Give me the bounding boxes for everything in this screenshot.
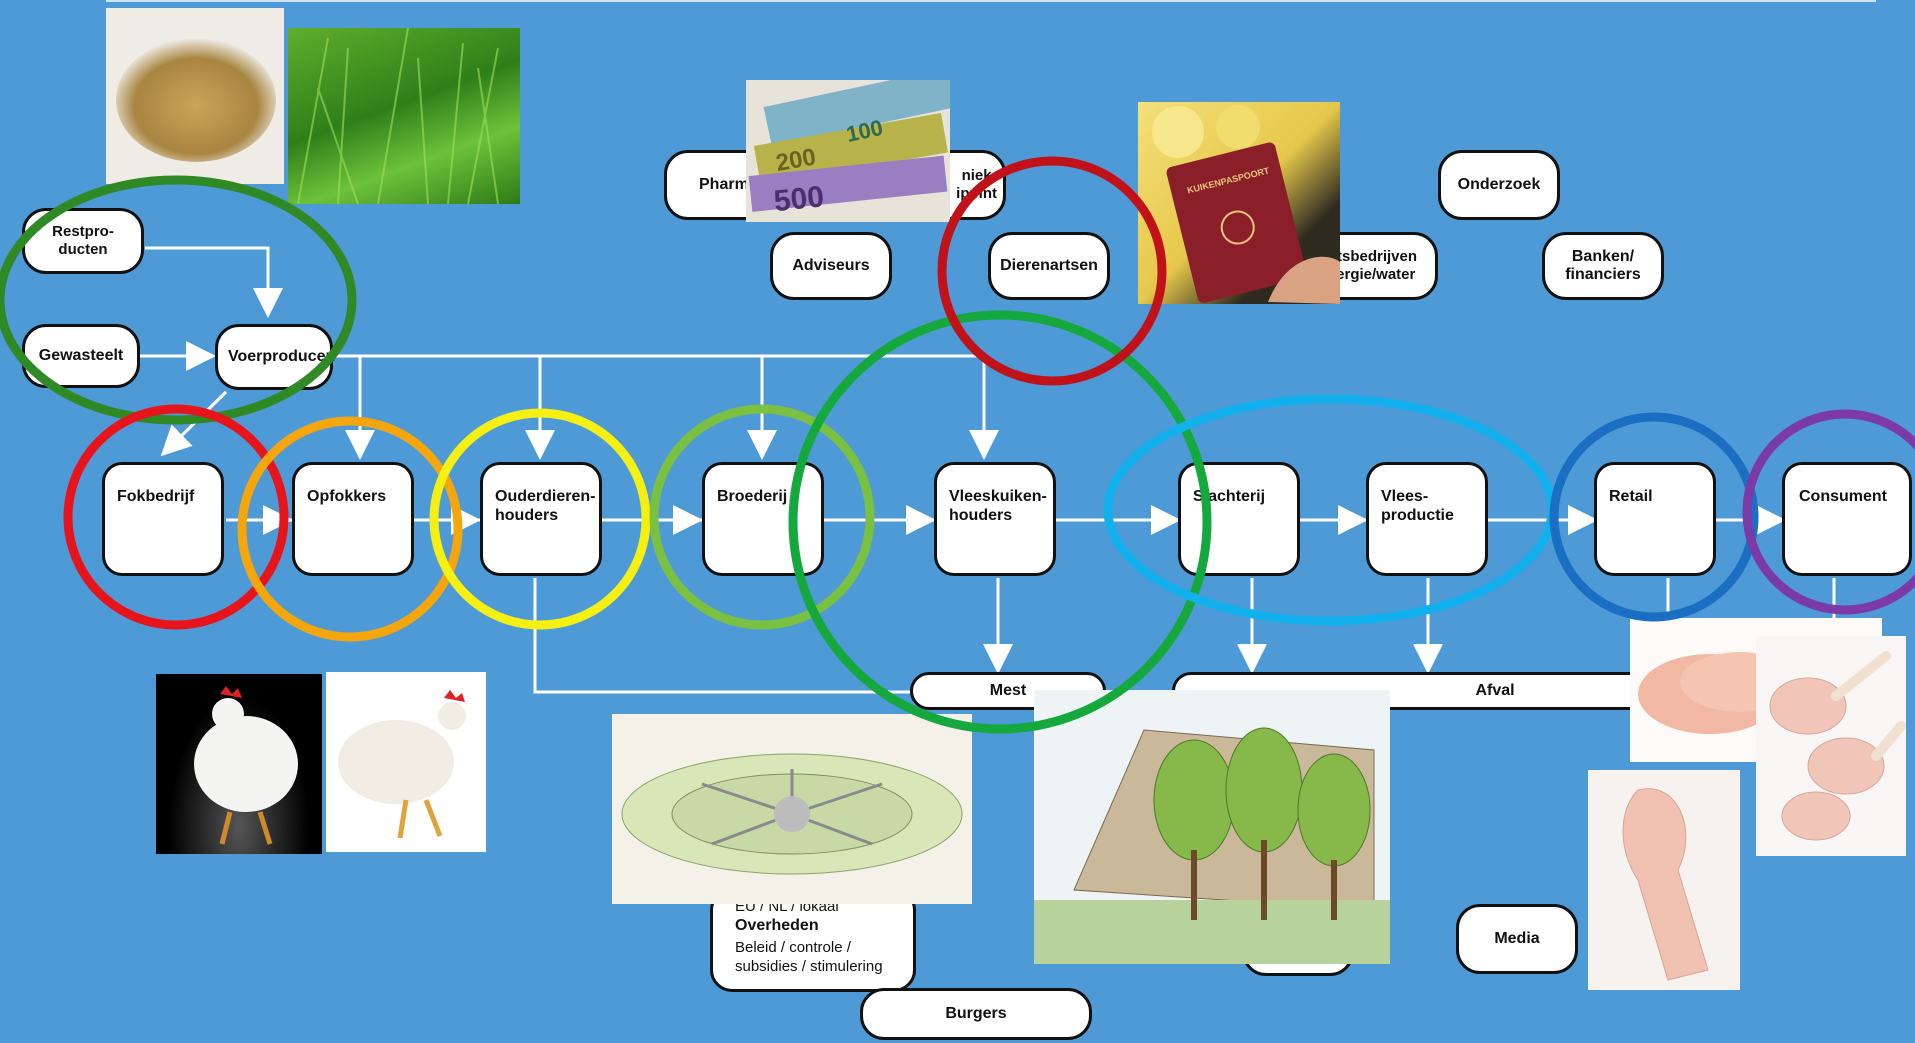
gewasteelt-node: Gewasteelt	[22, 324, 140, 388]
farm-aerial-sketch	[612, 714, 972, 904]
top-rule	[106, 0, 1876, 2]
retail-label: Retail	[1609, 488, 1653, 505]
consument-node: Consument	[1782, 462, 1912, 576]
vleeskuikenhouders-label: Vleeskuiken- houders	[949, 488, 1047, 524]
ring-broederij	[649, 404, 875, 630]
broiler-chicken-black-photo	[156, 674, 322, 854]
overheden-node: EU / NL / lokaal Overheden Beleid / cont…	[710, 888, 916, 992]
onderzoek-node: Onderzoek	[1438, 150, 1560, 220]
overheden-description: Beleid / controle / subsidies / stimuler…	[735, 939, 883, 975]
chicken-wing-photo	[1588, 770, 1740, 990]
ring-consument	[1742, 409, 1915, 615]
drumsticks-photo	[1756, 636, 1906, 856]
line-ouderdieren-to-mest	[533, 578, 910, 694]
retail-node: Retail	[1594, 462, 1716, 576]
consument-label: Consument	[1799, 488, 1887, 505]
slachterij-label: Slachterij	[1193, 488, 1266, 505]
vleeskuikenhouders-node: Vleeskuiken- houders	[934, 462, 1056, 576]
broederij-label: Broederij	[717, 488, 788, 505]
ouderdierenhouders-node: Ouderdieren- houders	[480, 462, 602, 576]
opfokkers-node: Opfokkers	[292, 462, 414, 576]
media-node: Media	[1456, 904, 1578, 974]
vleesproductie-node: Vlees- productie	[1366, 462, 1488, 576]
vleesproductie-label: Vlees- productie	[1381, 488, 1454, 524]
broiler-chicken-white-photo	[326, 672, 486, 852]
dierenartsen-node: Dierenartsen	[988, 232, 1110, 300]
adviseurs-node: Adviseurs	[770, 232, 892, 300]
barn-trees-sketch	[1034, 690, 1390, 964]
ring-opfokkers	[237, 416, 463, 642]
broederij-node: Broederij	[702, 462, 824, 576]
opfokkers-label: Opfokkers	[307, 488, 387, 505]
fokbedrijf-node: Fokbedrijf	[102, 462, 224, 576]
ring-fokbedrijf	[63, 404, 289, 630]
fokbedrijf-label: Fokbedrijf	[117, 488, 195, 505]
banknotes-photo: 500 200 100	[746, 80, 950, 222]
ring-dierenartsen	[937, 156, 1167, 386]
ring-vleeskuiken	[788, 310, 1212, 734]
ring-retail	[1549, 412, 1759, 622]
feed-grain-photo	[106, 8, 284, 184]
ouderdierenhouders-label: Ouderdieren- houders	[495, 488, 596, 524]
chick-passport-photo: KUIKENPASPOORT	[1138, 102, 1340, 304]
ring-slachterij	[1103, 394, 1557, 626]
banken-node: Banken/ financiers	[1542, 232, 1664, 300]
restproducten-node: Restpro- ducten	[22, 208, 144, 274]
ring-ouderdieren	[429, 408, 651, 630]
ring-voer	[0, 175, 357, 425]
grass-photo	[288, 28, 520, 204]
slachterij-node: Slachterij	[1178, 462, 1300, 576]
overheden-title: Overheden	[735, 917, 819, 934]
arrow-restproducten-to-voer	[145, 246, 283, 318]
burgers-node: Burgers	[860, 988, 1092, 1040]
banknote-500-label: 500	[772, 180, 825, 218]
